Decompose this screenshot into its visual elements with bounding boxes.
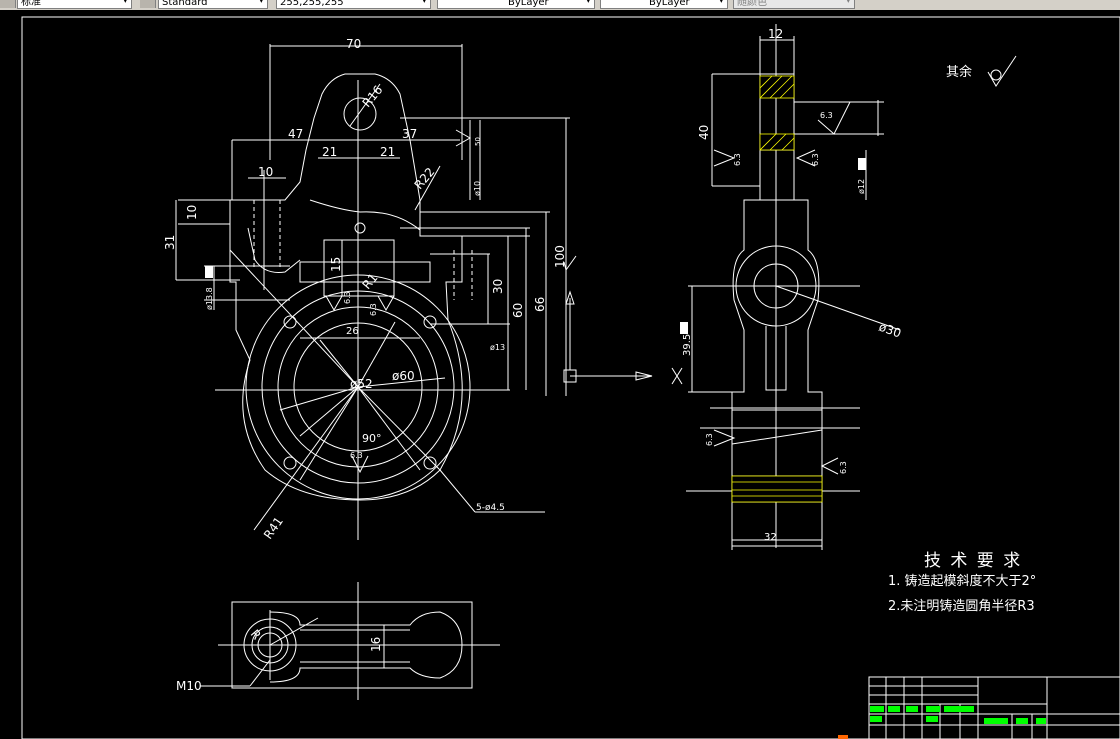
orange-marker — [838, 735, 848, 739]
dim-21b: 21 — [380, 145, 395, 159]
titleblock-marks — [870, 706, 1046, 724]
dim-40: 40 — [697, 125, 711, 140]
r1: R1 — [360, 271, 381, 292]
linetype-value: ByLayer — [508, 0, 549, 8]
roughness-note-symbol — [987, 55, 1017, 87]
roughness-note: 其余 — [946, 64, 972, 80]
top-r: R — [248, 627, 264, 642]
holes-callout: 5-ø4.5 — [476, 503, 505, 513]
dim-66: 66 — [533, 297, 547, 312]
dim-style-dropdown[interactable]: Standard ▼ — [158, 0, 268, 9]
chevron-down-icon: ▼ — [421, 0, 427, 4]
top-view — [200, 582, 500, 700]
d13-8: ø13.8 — [205, 287, 214, 310]
rough-front-c: 6.3 — [350, 451, 363, 460]
chevron-down-icon: ▼ — [585, 0, 591, 4]
dim-32: 32 — [764, 532, 777, 543]
d12: ø12 — [857, 179, 866, 194]
color-dropdown[interactable]: 255,255,255 ▼ — [276, 0, 431, 9]
lineweight-value: ByLayer — [649, 0, 690, 8]
rough-front-a: 6.3 — [343, 291, 352, 304]
dim-60: 60 — [511, 303, 525, 318]
dim-30: 30 — [491, 279, 505, 294]
front-view — [175, 44, 653, 540]
tech-requirement-1: 1. 铸造起模斜度不大于2° — [888, 573, 1036, 589]
d13: ø13 — [490, 343, 505, 352]
dim-100: 100 — [553, 245, 567, 268]
dim-12: 12 — [768, 27, 783, 41]
dim-16: 16 — [369, 637, 383, 652]
properties-toolbar: 标准 ▼ Standard ▼ 255,255,255 ▼ ByLayer ▼ ByLa… — [0, 0, 1120, 10]
dim-21a: 21 — [322, 145, 337, 159]
r16: R16 — [360, 83, 386, 110]
rough-side-b: 6.3 — [733, 153, 742, 166]
angle-90: 90° — [362, 432, 382, 445]
chevron-down-icon: ▼ — [258, 0, 264, 4]
chevron-down-icon: ▼ — [718, 0, 724, 4]
chevron-down-icon: ▼ — [122, 0, 128, 4]
side-view — [671, 24, 901, 550]
rough-front-d: 50 — [474, 137, 482, 146]
dim-style-icon[interactable] — [140, 0, 156, 8]
chevron-down-icon: ▼ — [845, 0, 851, 4]
d10: ø10 — [473, 181, 482, 196]
dim-47: 47 — [288, 127, 303, 141]
plot-style-dropdown: 随颜色 ▼ — [733, 0, 855, 9]
dim-37: 37 — [402, 127, 417, 141]
d52: ø52 — [350, 377, 373, 391]
text-style-icon[interactable] — [0, 0, 16, 8]
drawing-frame — [21, 16, 1120, 739]
title-block — [868, 676, 1120, 739]
section-hatch — [731, 75, 823, 503]
color-value: 255,255,255 — [280, 0, 344, 8]
r41: R41 — [261, 514, 286, 541]
dim-39-5: 39.5 — [682, 334, 693, 356]
tech-requirements-title: 技 术 要 求 — [924, 551, 1022, 571]
dim-70: 70 — [346, 37, 361, 51]
text-style-dropdown[interactable]: 标准 ▼ — [17, 0, 132, 9]
dim-10b: 10 — [185, 205, 199, 220]
rough-side-d: 6.3 — [705, 433, 714, 446]
linetype-dropdown[interactable]: ByLayer ▼ — [437, 0, 595, 9]
text-style-value: 标准 — [21, 0, 41, 8]
dim-26: 26 — [346, 326, 359, 337]
rough-side-a: 6.3 — [820, 111, 833, 120]
plot-style-value: 随颜色 — [737, 0, 767, 8]
rough-front-b: 6.3 — [369, 303, 378, 316]
dim-15: 15 — [329, 257, 343, 272]
rough-side-c: 6.3 — [811, 153, 820, 166]
r22: R22 — [412, 165, 438, 192]
tech-requirement-2: 2.未注明铸造圆角半径R3 — [888, 598, 1035, 614]
dim-31: 31 — [163, 235, 177, 250]
d30: ø30 — [877, 320, 903, 341]
drawing-canvas[interactable]: 70 47 37 21 21 10 10 31 15 30 60 66 100 … — [0, 10, 1120, 739]
lineweight-dropdown[interactable]: ByLayer ▼ — [600, 0, 728, 9]
d60: ø60 — [392, 369, 415, 383]
rough-side-e: 6.3 — [839, 461, 848, 474]
dim-style-value: Standard — [162, 0, 208, 8]
m10: M10 — [176, 679, 202, 693]
dim-10a: 10 — [258, 165, 273, 179]
